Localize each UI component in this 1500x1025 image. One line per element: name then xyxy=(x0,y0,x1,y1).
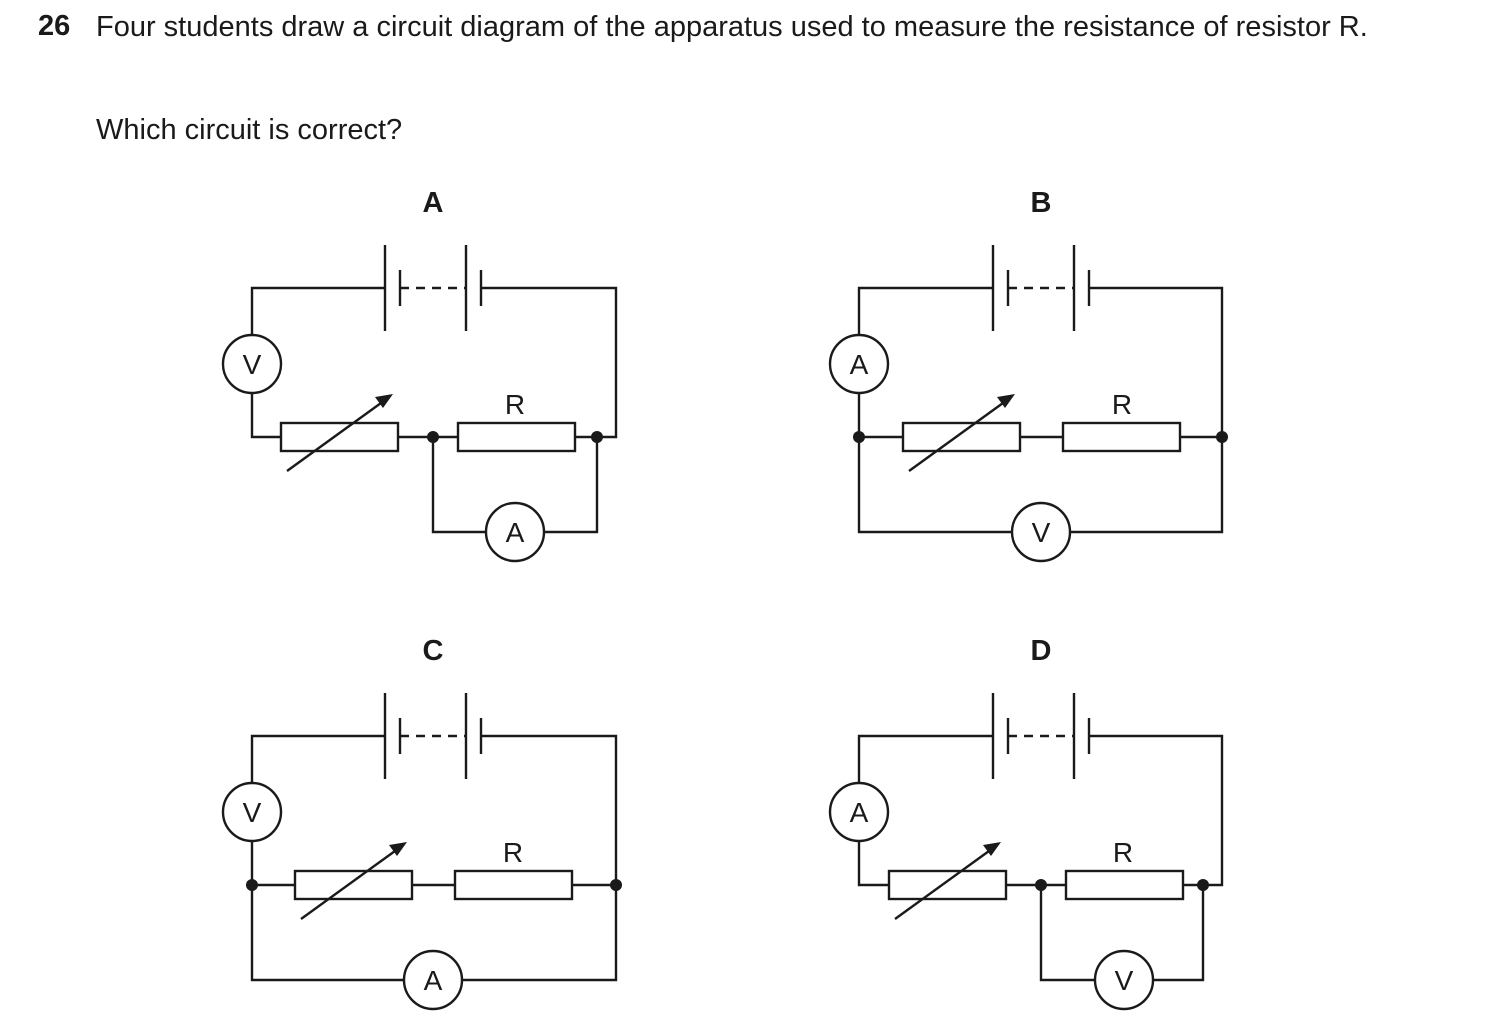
bottom-meter: A xyxy=(484,501,546,563)
battery xyxy=(857,693,1224,887)
left-meter: V xyxy=(221,333,283,395)
question-text: Four students draw a circuit diagram of … xyxy=(96,11,1368,43)
svg-text:R: R xyxy=(1113,837,1133,868)
bottom-meter: V xyxy=(1010,501,1072,563)
variable-resistor xyxy=(901,394,1022,472)
svg-text:V: V xyxy=(243,349,262,380)
resistor-r: R xyxy=(453,837,574,901)
left-meter: A xyxy=(828,333,890,395)
svg-text:A: A xyxy=(850,349,869,380)
question-number: 26 xyxy=(38,10,71,42)
resistor-r: R xyxy=(456,389,577,453)
option-label-a: A xyxy=(423,187,444,219)
junction-dot xyxy=(1197,879,1209,891)
resistor-r: R xyxy=(1061,389,1182,453)
battery xyxy=(250,693,618,885)
option-label-c: C xyxy=(423,635,444,667)
junction-dot xyxy=(1216,431,1228,443)
question-prompt: Which circuit is correct? xyxy=(96,114,403,146)
svg-text:A: A xyxy=(424,965,443,996)
left-meter: A xyxy=(828,781,890,843)
resistor-r: R xyxy=(1064,837,1185,901)
circuit-a[interactable]: A V R xyxy=(221,187,618,563)
svg-text:A: A xyxy=(506,517,525,548)
svg-text:A: A xyxy=(850,797,869,828)
junction-dot xyxy=(246,879,258,891)
variable-resistor xyxy=(887,842,1008,920)
junction-dot xyxy=(427,431,439,443)
option-label-b: B xyxy=(1031,187,1052,219)
battery xyxy=(250,245,618,439)
junction-dot xyxy=(610,879,622,891)
svg-text:V: V xyxy=(1032,517,1051,548)
svg-text:R: R xyxy=(1112,389,1132,420)
svg-text:R: R xyxy=(505,389,525,420)
circuit-d[interactable]: D A R V xyxy=(828,635,1224,1011)
circuit-c[interactable]: C V R A xyxy=(221,635,622,1011)
left-meter: V xyxy=(221,781,283,843)
junction-dot xyxy=(853,431,865,443)
junction-dot xyxy=(1035,879,1047,891)
battery xyxy=(857,245,1224,437)
bottom-meter: A xyxy=(402,949,464,1011)
junction-dot xyxy=(591,431,603,443)
svg-text:R: R xyxy=(503,837,523,868)
variable-resistor xyxy=(293,842,414,920)
option-label-d: D xyxy=(1031,635,1052,667)
variable-resistor xyxy=(279,394,400,472)
bottom-meter: V xyxy=(1093,949,1155,1011)
circuit-b[interactable]: B A R V xyxy=(828,187,1228,563)
svg-text:V: V xyxy=(1115,965,1134,996)
svg-text:V: V xyxy=(243,797,262,828)
